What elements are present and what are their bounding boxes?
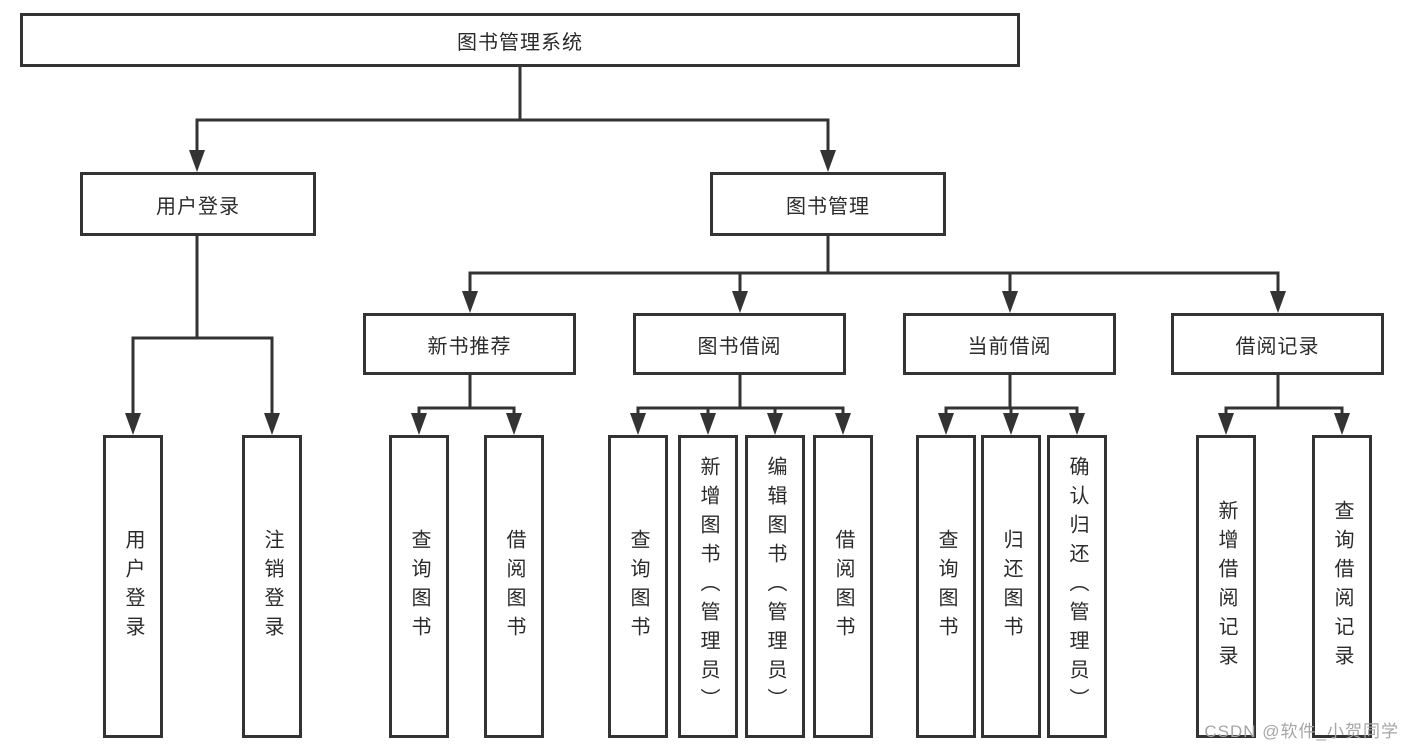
node-current-borrow: 当前借阅 — [903, 313, 1116, 375]
node-new-book-recommend-label: 新书推荐 — [427, 335, 512, 358]
node-borrow-records: 借阅记录 — [1171, 313, 1384, 375]
leaf-add-books-admin-label: 新增图书（管理员） — [697, 456, 719, 717]
node-borrow-records-label: 借阅记录 — [1235, 335, 1320, 358]
leaf-query-borrow-record-label: 查询借阅记录 — [1331, 499, 1353, 674]
leaf-borrow-query-books: 查询图书 — [608, 435, 668, 738]
leaf-current-query-books-label: 查询图书 — [935, 528, 957, 645]
leaf-recommend-query-books-label: 查询图书 — [408, 528, 430, 645]
node-user-login: 用户登录 — [80, 172, 316, 236]
leaf-borrow-query-books-label: 查询图书 — [627, 528, 649, 645]
node-book-management: 图书管理 — [710, 172, 946, 236]
leaf-confirm-return-admin: 确认归还（管理员） — [1047, 435, 1107, 738]
node-book-borrow: 图书借阅 — [633, 313, 846, 375]
leaf-edit-books-admin: 编辑图书（管理员） — [745, 435, 805, 738]
node-user-login-label: 用户登录 — [156, 195, 240, 218]
leaf-add-borrow-record-label: 新增借阅记录 — [1215, 499, 1237, 674]
leaf-logout-label: 注销登录 — [261, 528, 283, 645]
arrowheads — [125, 150, 1350, 435]
leaf-return-books: 归还图书 — [981, 435, 1041, 738]
leaf-user-login-label: 用户登录 — [122, 528, 144, 645]
leaf-logout: 注销登录 — [242, 435, 302, 738]
node-current-borrow-label: 当前借阅 — [967, 335, 1052, 358]
node-new-book-recommend: 新书推荐 — [363, 313, 576, 375]
leaf-edit-books-admin-label: 编辑图书（管理员） — [764, 456, 786, 717]
node-book-borrow-label: 图书借阅 — [697, 335, 782, 358]
leaf-confirm-return-admin-label: 确认归还（管理员） — [1066, 456, 1088, 717]
leaf-query-borrow-record: 查询借阅记录 — [1312, 435, 1372, 738]
node-system-root-label: 图书管理系统 — [457, 31, 583, 54]
leaf-borrow-books-label: 借阅图书 — [832, 528, 854, 645]
leaf-user-login: 用户登录 — [103, 435, 163, 738]
leaf-current-query-books: 查询图书 — [916, 435, 976, 738]
leaf-add-books-admin: 新增图书（管理员） — [678, 435, 738, 738]
leaf-recommend-query-books: 查询图书 — [389, 435, 449, 738]
leaf-recommend-borrow-books-label: 借阅图书 — [503, 528, 525, 645]
leaf-recommend-borrow-books: 借阅图书 — [484, 435, 544, 738]
leaf-borrow-books: 借阅图书 — [813, 435, 873, 738]
leaf-add-borrow-record: 新增借阅记录 — [1196, 435, 1256, 738]
leaf-return-books-label: 归还图书 — [1000, 528, 1022, 645]
csdn-watermark: CSDN @软件_小贺同学 — [1204, 722, 1399, 741]
node-book-management-label: 图书管理 — [786, 195, 870, 218]
node-system-root: 图书管理系统 — [20, 13, 1020, 67]
